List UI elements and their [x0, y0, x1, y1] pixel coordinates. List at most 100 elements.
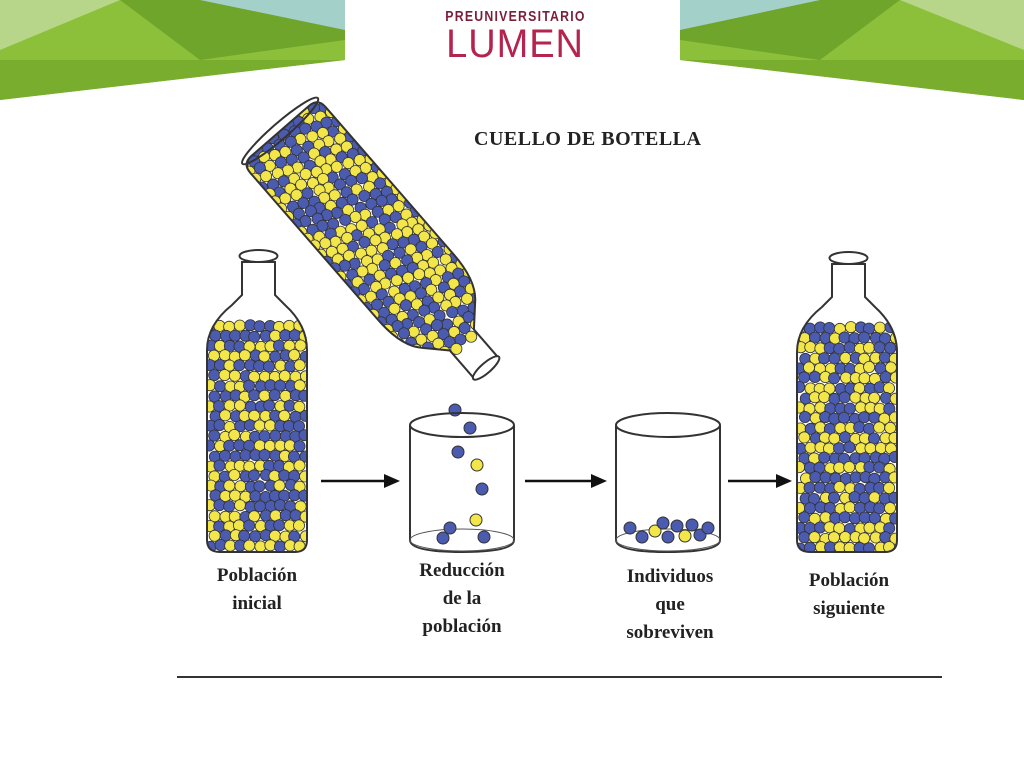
bead [843, 341, 856, 354]
bead [873, 421, 886, 434]
bead [873, 461, 886, 474]
bead [838, 411, 851, 424]
bead [809, 370, 822, 383]
bead [243, 379, 256, 392]
bead [248, 389, 261, 402]
bead [848, 491, 861, 504]
reduction-glass [409, 412, 515, 554]
label-line: inicial [232, 593, 282, 614]
bead [208, 369, 221, 382]
baseline-divider [177, 676, 942, 678]
bead [833, 461, 846, 474]
bead [797, 461, 806, 474]
bead [828, 372, 841, 385]
bead [278, 469, 291, 482]
bead [299, 530, 307, 543]
bead [839, 351, 852, 364]
bead [878, 351, 891, 364]
bead [888, 491, 897, 504]
bead [238, 349, 251, 362]
bead [407, 353, 420, 366]
label-next-population: Población siguiente [789, 567, 909, 623]
bead [858, 511, 871, 524]
bead [798, 531, 811, 544]
bead [293, 459, 306, 472]
bead [269, 429, 282, 442]
bead [399, 299, 412, 312]
bead [258, 448, 271, 461]
bead [889, 411, 897, 424]
label-survivors: Individuos que sobreviven [608, 563, 732, 647]
bead [298, 429, 307, 442]
bead [268, 389, 281, 402]
bead [292, 519, 305, 532]
bead [299, 450, 307, 463]
diagram-title: CUELLO DE BOTELLA [474, 128, 702, 150]
bead [863, 360, 876, 373]
bead [889, 532, 897, 545]
bead [288, 329, 301, 342]
bead [849, 391, 862, 404]
label-population-reduction: Reducción de la población [400, 557, 524, 641]
bead [420, 369, 433, 382]
bead [298, 489, 307, 502]
initial-population-bottle [206, 249, 308, 553]
bead [293, 440, 306, 453]
bead [253, 320, 266, 333]
bead [879, 371, 892, 384]
bead [465, 330, 478, 343]
bead [495, 303, 508, 316]
bead [838, 391, 851, 404]
bead [213, 419, 226, 432]
bead [858, 532, 871, 545]
bead [243, 519, 256, 532]
bead [843, 441, 856, 454]
bead [889, 371, 897, 384]
header-decoration [0, 0, 1024, 100]
bead [229, 329, 242, 342]
bead [858, 331, 871, 344]
bead [208, 429, 221, 442]
bead [233, 499, 246, 512]
bead [228, 369, 241, 382]
bead [207, 439, 216, 452]
bead [282, 419, 295, 432]
bead [883, 402, 896, 415]
bead [828, 352, 841, 365]
bead [233, 399, 246, 412]
bead [843, 461, 856, 474]
label-line: sobreviven [626, 622, 714, 643]
bead [223, 500, 236, 513]
bead [889, 392, 897, 405]
bead [798, 511, 811, 524]
bead [397, 327, 410, 340]
bead [853, 421, 866, 434]
label-line: siguiente [813, 598, 885, 619]
label-line: Población [216, 565, 298, 586]
bead [839, 531, 852, 544]
bead [273, 499, 286, 512]
bead [247, 469, 260, 482]
bead [804, 341, 817, 354]
bead [228, 468, 241, 481]
bead [299, 409, 307, 422]
lumen-logo: PREUNIVERSITARIO LUMEN [430, 8, 600, 72]
bead [858, 411, 871, 424]
bead [888, 431, 897, 444]
bead [476, 281, 489, 294]
bead [248, 510, 261, 523]
bead [843, 501, 856, 514]
bead [253, 419, 266, 432]
bead [273, 540, 286, 552]
bead [228, 428, 241, 441]
bead [390, 274, 403, 287]
bead [273, 479, 286, 492]
bead [814, 481, 827, 494]
bead [274, 359, 287, 372]
bead [818, 391, 831, 404]
bead [223, 479, 236, 492]
label-line: Individuos [626, 566, 714, 587]
bead [818, 451, 831, 464]
bead [435, 354, 448, 367]
